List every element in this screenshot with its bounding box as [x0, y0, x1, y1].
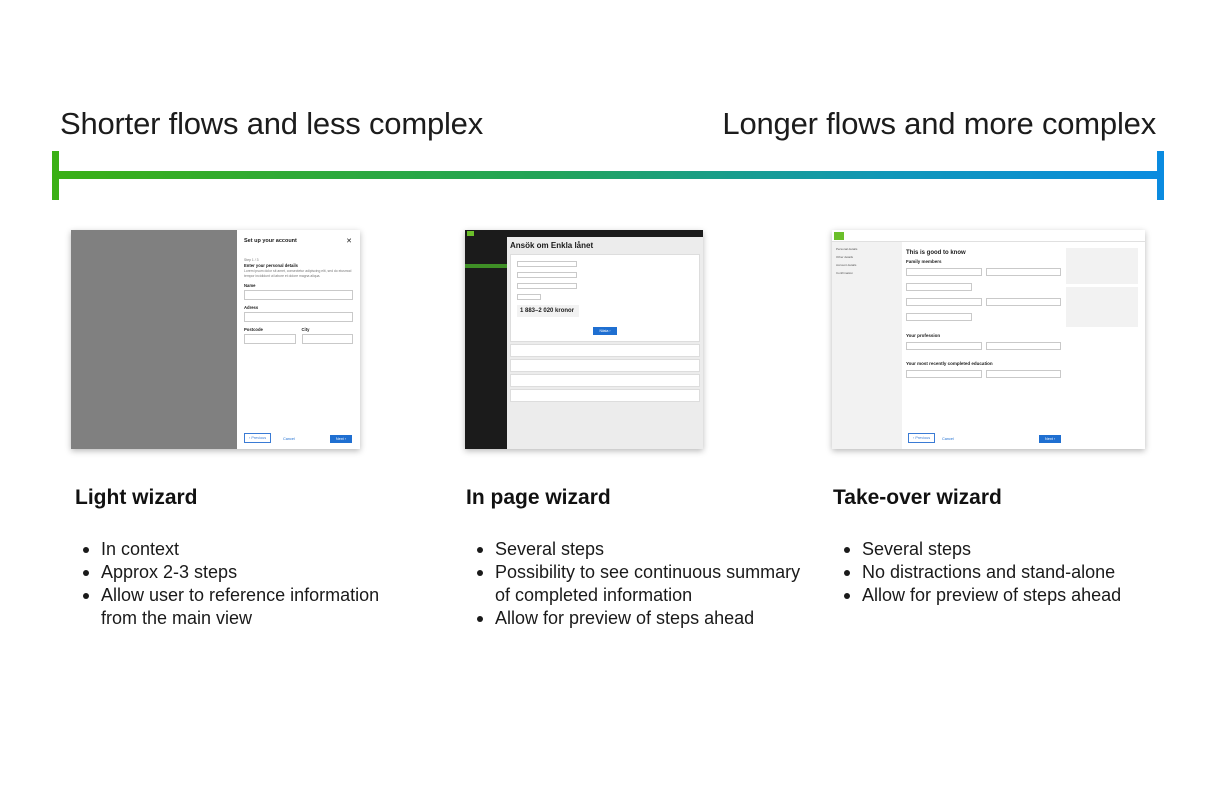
dimmed-main-view: [71, 230, 237, 449]
cancel-link: Cancel: [942, 437, 954, 441]
previous-button: ‹ Previous: [244, 433, 272, 443]
section-education: Your most recently completed education: [906, 361, 993, 366]
field-label-adress: Adress: [244, 304, 259, 310]
in-page-wizard-traits: Several steps Possibility to see continu…: [469, 538, 809, 630]
step-item: Account details: [836, 263, 857, 267]
upcoming-step: [510, 359, 700, 372]
amount-summary: 1 883–2 020 kronor: [517, 305, 579, 317]
step-heading: This is good to know: [906, 250, 966, 256]
light-wizard-screenshot: Set up your account ✕ Step 1 / 3 Enter y…: [71, 230, 360, 449]
section-profession: Your profession: [906, 333, 941, 338]
active-step-card: 1 883–2 020 kronor Nästa ›: [510, 254, 700, 342]
info-box: [1066, 248, 1138, 284]
close-icon: ✕: [346, 238, 352, 245]
label-light-wizard: Light wizard: [75, 486, 198, 509]
city-field: [301, 333, 353, 344]
list-item: Several steps: [836, 538, 1166, 561]
label-take-over-wizard: Take-over wizard: [833, 486, 1002, 509]
section-family: Family members: [906, 259, 942, 264]
adress-field: [244, 311, 353, 322]
next-button: Next ›: [329, 435, 352, 443]
top-bar: [465, 230, 703, 237]
heading-shorter-flows: Shorter flows and less complex: [60, 106, 484, 141]
step-heading: Enter your personal details: [244, 262, 298, 268]
logo: [467, 231, 474, 236]
take-over-wizard-traits: Several steps No distractions and stand-…: [836, 538, 1166, 607]
step-item: Confirmation: [836, 271, 854, 275]
next-button: Next ›: [1039, 435, 1062, 443]
page-title: Ansök om Enkla lånet: [510, 241, 594, 250]
upcoming-step: [510, 374, 700, 387]
step-indicator: Step 1 / 3: [244, 258, 259, 262]
list-item: Approx 2-3 steps: [75, 561, 385, 584]
take-over-wizard-screenshot: Personal details Other details Account d…: [832, 230, 1145, 449]
list-item: Allow for preview of steps ahead: [836, 584, 1166, 607]
name-field: [244, 289, 353, 300]
info-sidebar: [1066, 248, 1138, 330]
field-label-postcode: Postcode: [244, 326, 263, 332]
loan-amount: 1 883–2 020 kronor: [520, 308, 575, 314]
list-item: Allow for preview of steps ahead: [469, 607, 809, 630]
step-item: Personal details: [836, 247, 858, 251]
axis-gradient-bar: [52, 171, 1164, 179]
axis-cap-right: [1157, 151, 1164, 200]
previous-button: ‹ Previous: [908, 433, 936, 443]
upcoming-step: [510, 344, 700, 357]
top-bar: [832, 230, 1145, 242]
heading-longer-flows: Longer flows and more complex: [722, 106, 1156, 141]
postcode-field: [244, 333, 296, 344]
next-button: Nästa ›: [592, 327, 618, 335]
list-item: Possibility to see continuous summary of…: [469, 561, 809, 607]
field-label-name: Name: [244, 282, 256, 288]
complexity-axis: [52, 151, 1164, 200]
axis-cap-left: [52, 151, 59, 200]
list-item: No distractions and stand-alone: [836, 561, 1166, 584]
step-list: Personal details Other details Account d…: [832, 242, 902, 449]
field-label-city: City: [301, 326, 310, 332]
side-navigation: [465, 237, 507, 449]
page-content: Ansök om Enkla lånet 1 883–2 020 kronor …: [507, 237, 703, 449]
wizard-side-panel: Set up your account ✕ Step 1 / 3 Enter y…: [237, 230, 360, 449]
list-item: In context: [75, 538, 385, 561]
cancel-link: Cancel: [283, 437, 295, 441]
upcoming-step: [510, 389, 700, 402]
list-item: Allow user to reference information from…: [75, 584, 385, 630]
step-item: Other details: [836, 255, 854, 259]
step-form: This is good to know Family members Your…: [906, 246, 1061, 383]
in-page-wizard-screenshot: Ansök om Enkla lånet 1 883–2 020 kronor …: [465, 230, 703, 449]
step-intro: Lorem ipsum dolor sit amet, consectetur …: [244, 268, 352, 278]
logo: [834, 232, 844, 240]
panel-title: Set up your account: [244, 238, 297, 244]
label-in-page-wizard: In page wizard: [466, 486, 611, 509]
light-wizard-traits: In context Approx 2-3 steps Allow user t…: [75, 538, 385, 630]
list-item: Several steps: [469, 538, 809, 561]
info-box: [1066, 287, 1138, 327]
